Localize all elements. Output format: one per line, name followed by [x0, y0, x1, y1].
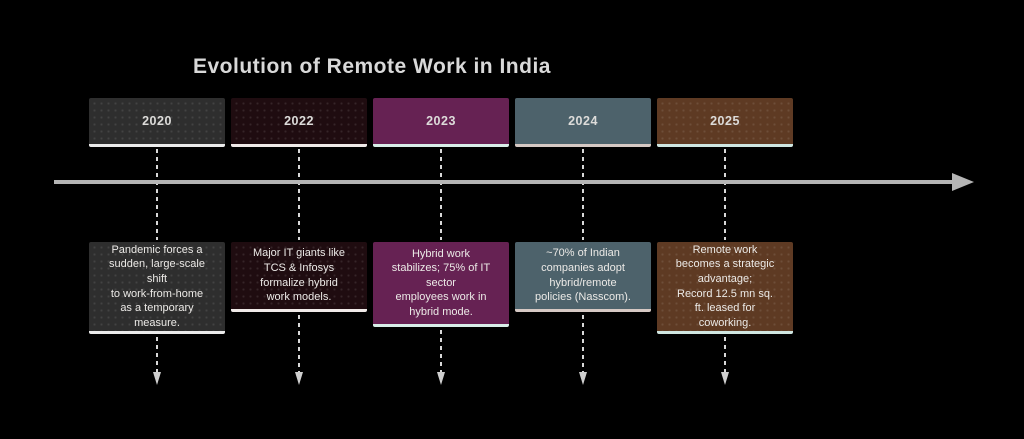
year-label: 2023 — [426, 114, 456, 128]
timeline-arrowhead-icon — [952, 173, 974, 191]
connector-line — [156, 149, 158, 240]
year-box-2024: 2024 — [515, 98, 651, 147]
down-arrow-icon — [295, 372, 303, 385]
year-label: 2024 — [568, 114, 598, 128]
connector-line — [724, 149, 726, 240]
milestone-box-2022: Major IT giants like TCS & Infosys forma… — [231, 242, 367, 312]
milestone-text: Remote work becomes a strategic advantag… — [675, 243, 775, 329]
connector-line — [582, 149, 584, 240]
year-box-2023: 2023 — [373, 98, 509, 147]
milestone-text: Hybrid work stabilizes; 75% of IT sector… — [391, 247, 491, 318]
down-arrow-icon — [579, 372, 587, 385]
connector-line — [582, 315, 584, 372]
down-arrow-icon — [437, 372, 445, 385]
connector-line — [440, 330, 442, 372]
year-box-2022: 2022 — [231, 98, 367, 147]
timeline-axis — [54, 180, 954, 184]
year-box-2020: 2020 — [89, 98, 225, 147]
year-label: 2025 — [710, 114, 740, 128]
milestone-text: Major IT giants like TCS & Infosys forma… — [252, 247, 346, 304]
milestone-text: Pandemic forces a sudden, large-scale sh… — [108, 243, 205, 329]
down-arrow-icon — [153, 372, 161, 385]
down-arrow-icon — [721, 372, 729, 385]
connector-line — [440, 149, 442, 240]
year-box-2025: 2025 — [657, 98, 793, 147]
milestone-box-2023: Hybrid work stabilizes; 75% of IT sector… — [373, 242, 509, 327]
milestone-box-2025: Remote work becomes a strategic advantag… — [657, 242, 793, 334]
connector-line — [724, 337, 726, 372]
milestone-text: ~70% of Indian companies adopt hybrid/re… — [535, 247, 631, 304]
year-label: 2022 — [284, 114, 314, 128]
milestone-box-2020: Pandemic forces a sudden, large-scale sh… — [89, 242, 225, 334]
connector-line — [156, 337, 158, 372]
year-label: 2020 — [142, 114, 172, 128]
milestone-box-2024: ~70% of Indian companies adopt hybrid/re… — [515, 242, 651, 312]
connector-line — [298, 315, 300, 372]
connector-line — [298, 149, 300, 240]
page-title: Evolution of Remote Work in India — [193, 55, 551, 78]
